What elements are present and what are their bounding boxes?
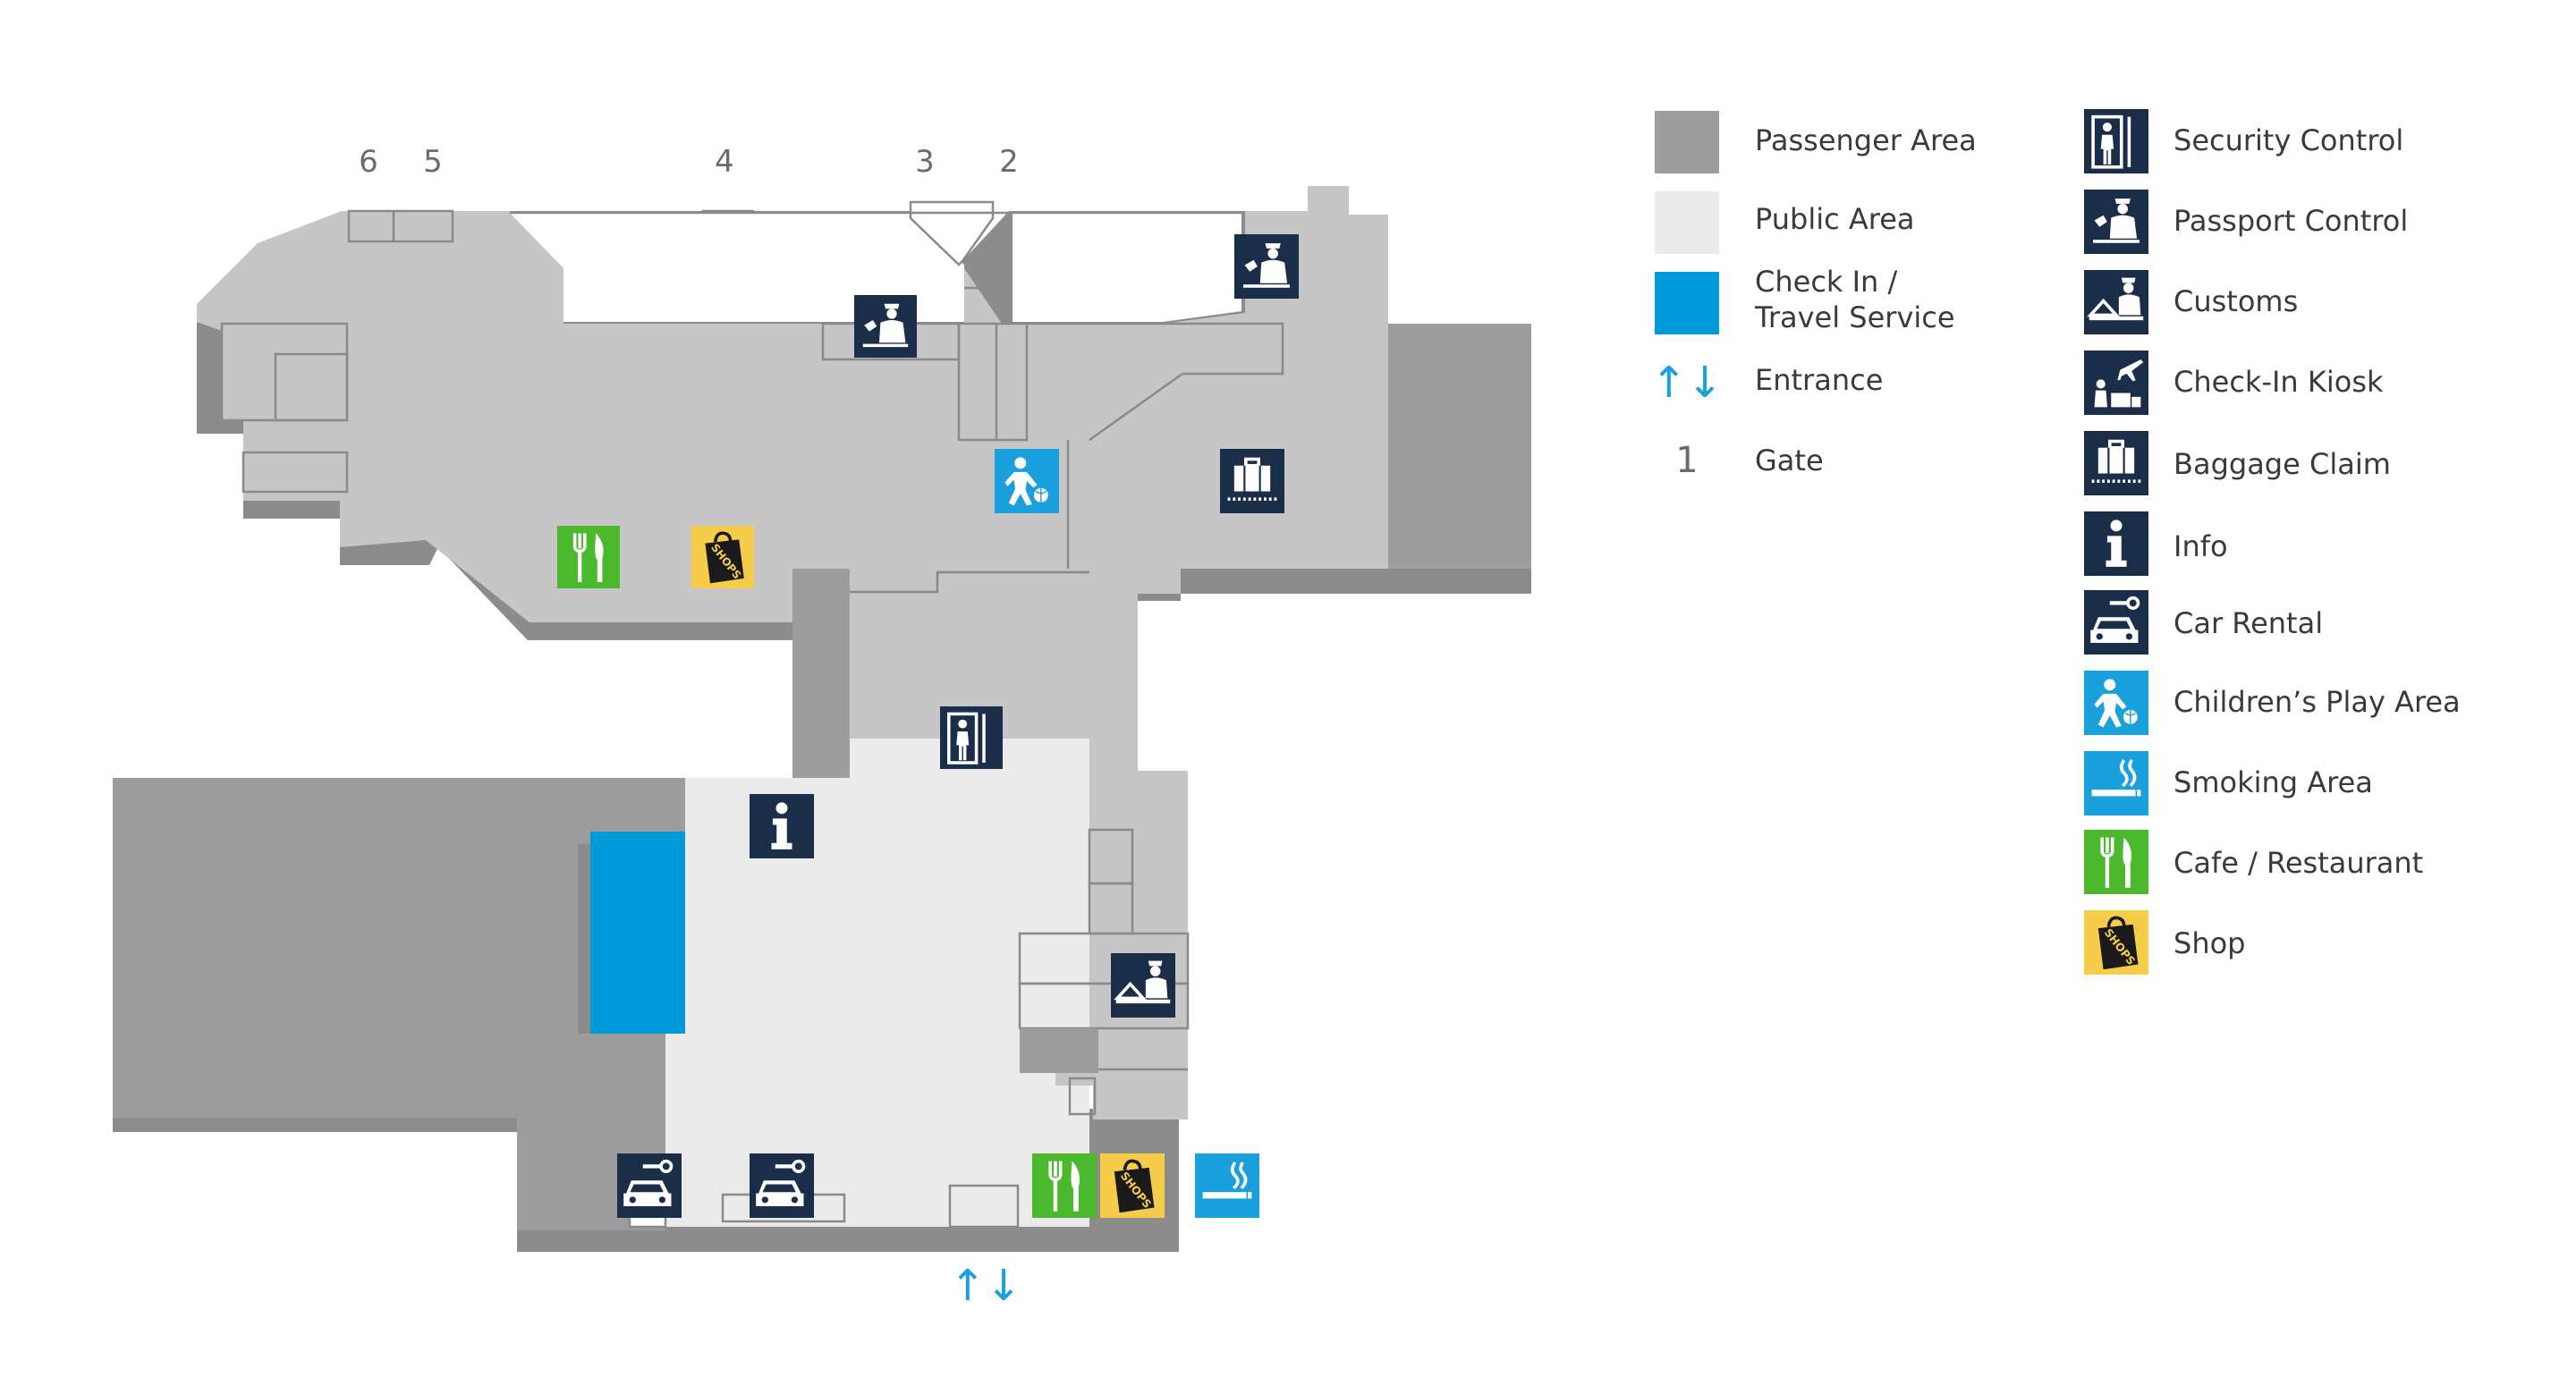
lower-hall-public [665, 739, 1089, 1227]
security-control-icon[interactable] [939, 706, 1004, 769]
legend-customs-label: Customs [2174, 284, 2298, 318]
legend-checkin-swatch [1655, 272, 1719, 334]
legend-passenger-label: Passenger Area [1755, 123, 1977, 157]
connector-wall [792, 569, 850, 778]
legend-info-label: Info [2174, 529, 2228, 563]
legend-baggage-label: Baggage Claim [2174, 447, 2391, 481]
legend: Passenger Area Public Area Check In / Tr… [1651, 109, 2461, 975]
passport-control-icon[interactable] [1234, 234, 1299, 299]
entrance-arrows: ↑↓ [950, 1261, 1021, 1311]
legend-gate-label: Gate [1755, 444, 1824, 477]
gate-2-3-marker [909, 200, 995, 266]
shop-icon[interactable] [691, 526, 755, 588]
car-rental-icon [2084, 590, 2148, 655]
legend-checkin-label: Check In / [1755, 265, 1898, 299]
room-entrance [948, 1184, 1020, 1229]
car-rental-icon[interactable] [750, 1153, 814, 1218]
cafe-restaurant-icon[interactable] [1032, 1153, 1097, 1218]
car-rental-icon[interactable] [617, 1153, 682, 1218]
shop-icon[interactable] [1100, 1153, 1165, 1218]
smoking-area-icon[interactable] [1195, 1153, 1259, 1218]
floor-plan [113, 186, 1531, 1252]
side-block-east [1381, 324, 1531, 570]
room-nw-2 [274, 352, 349, 422]
legend-shop-label: Shop [2174, 926, 2245, 960]
smoking-area-icon [2084, 751, 2148, 815]
legend-entrance-arrows: ↑↓ [1651, 358, 1723, 408]
gate-3-label: 3 [915, 144, 935, 180]
gate-4-label: 4 [715, 144, 734, 180]
room-east-dark [1020, 1028, 1098, 1073]
legend-public-swatch [1655, 191, 1719, 254]
legend-car-rental-label: Car Rental [2174, 606, 2323, 640]
room-east-5 [1068, 1077, 1097, 1116]
shop-icon [2084, 910, 2148, 975]
legend-public-label: Public Area [1755, 202, 1915, 236]
gate-5-label: 5 [423, 144, 443, 180]
room-corridor-top [957, 286, 1029, 442]
info-icon[interactable] [750, 794, 814, 858]
passport-control-icon [2084, 190, 2148, 254]
room-nw-3 [242, 451, 349, 494]
cafe-restaurant-icon[interactable] [556, 526, 621, 588]
apron-area [510, 213, 1241, 322]
childrens-play-area-icon[interactable] [995, 449, 1059, 513]
legend-passport-label: Passport Control [2174, 204, 2408, 238]
gate-2-label: 2 [999, 144, 1019, 180]
childrens-play-area-icon [2084, 671, 2148, 735]
gate-labels: 6 5 4 3 2 [359, 144, 1019, 180]
legend-checkin-label-2: Travel Service [1754, 300, 1955, 334]
legend-play-label: Children’s Play Area [2174, 685, 2461, 719]
legend-kiosk-label: Check-In Kiosk [2174, 365, 2384, 399]
room-east-4 [1018, 982, 1190, 1030]
info-icon [2084, 511, 2148, 576]
legend-gate-sample: 1 [1675, 440, 1698, 481]
legend-entrance-label: Entrance [1755, 363, 1883, 397]
legend-security-label: Security Control [2174, 123, 2403, 157]
legend-passenger-swatch [1655, 111, 1719, 173]
room-gate-5-6 [347, 209, 454, 243]
legend-cafe-label: Cafe / Restaurant [2174, 846, 2423, 880]
parking-block-west-base [113, 1118, 524, 1132]
check-in-counter [590, 832, 685, 1034]
check-in-kiosk-icon [2084, 351, 2148, 415]
legend-smoking-label: Smoking Area [2174, 765, 2373, 799]
baggage-claim-icon [2084, 431, 2148, 495]
gate-6-label: 6 [359, 144, 378, 180]
passport-control-icon[interactable] [854, 295, 917, 358]
customs-icon [2084, 270, 2148, 334]
security-control-icon [2084, 109, 2148, 173]
side-block-east-base [1181, 569, 1531, 594]
customs-icon[interactable] [1111, 953, 1175, 1018]
lower-hall-base [517, 1230, 1179, 1252]
cafe-restaurant-icon [2084, 830, 2148, 894]
baggage-claim-icon[interactable] [1220, 449, 1284, 513]
